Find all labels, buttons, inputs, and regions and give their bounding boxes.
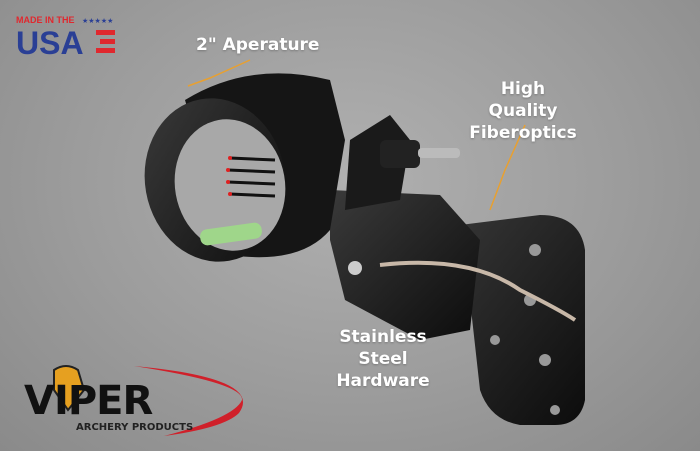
callout-fiberoptics-line1: High Quality [488,79,558,121]
snake-head-icon [53,365,86,412]
callout-hardware-line1: Stainless Steel [339,327,427,369]
made-in-usa-badge: MADE IN THE ★★★★★ USA [16,15,115,56]
usa-text: USA [16,25,84,56]
callout-fiberoptics-line2: Fiberoptics [469,123,577,143]
callout-hardware-line2: Hardware [336,371,430,391]
stars-icon: ★★★★★ [82,17,113,25]
callout-hardware: Stainless Steel Hardware [316,326,450,392]
callout-aperture: 2" Aperature [196,35,320,55]
logo-brand: VIPER [24,378,152,424]
callout-fiberoptics: High Quality Fiberoptics [468,78,578,144]
made-in-text: MADE IN THE [16,15,75,25]
viper-archery-logo: VIPER ARCHERY PRODUCTS [24,365,244,436]
flag-stripes-icon [96,30,115,53]
logo-tagline: ARCHERY PRODUCTS [76,422,193,433]
